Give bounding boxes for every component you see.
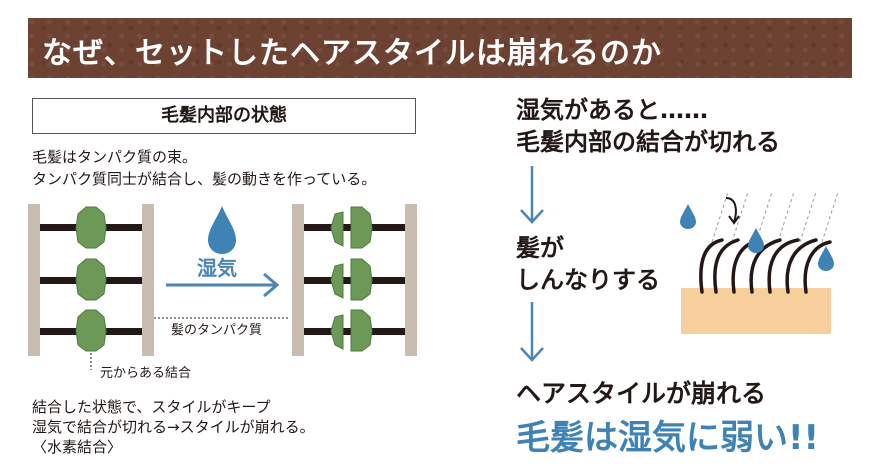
- water-drop-icon: [818, 246, 834, 271]
- protein-label: 髪のタンパク質: [171, 323, 263, 338]
- bond-node: [75, 258, 107, 301]
- original-bond-label: 元からある結合: [100, 366, 192, 381]
- broken-bond-left: [330, 211, 344, 247]
- intro-text: 毛髪はタンパク質の束。 タンパク質同士が結合し、髪の動きを作っている。: [32, 146, 376, 190]
- broken-protein-diagram: [292, 204, 417, 356]
- explanation-line-2: 湿気で結合が切れる→スタイルが崩れる。: [32, 418, 315, 436]
- explanation-line-3: 〈水素結合〉: [32, 438, 123, 456]
- broken-bond-right: [350, 206, 373, 249]
- page-title: なぜ、セットしたヘアスタイルは崩れるのか: [42, 36, 662, 71]
- conclusion-line-2: 毛髪は湿気に弱い!!: [516, 418, 820, 458]
- scalp: [681, 288, 831, 334]
- bond-node: [75, 206, 107, 249]
- hair-illustration: [680, 191, 839, 334]
- intro-line-1: 毛髪はタンパク質の束。: [32, 148, 198, 166]
- conclusion-line-1: ヘアスタイルが崩れる: [516, 379, 767, 408]
- broken-bond-left: [330, 314, 344, 350]
- curved-arrow-icon: [725, 197, 740, 225]
- section-title-box: 毛髪内部の状態: [32, 98, 416, 134]
- broken-bond-left: [330, 263, 344, 299]
- right-heading: 湿気があると…… 毛髪内部の結合が切れる: [516, 94, 780, 158]
- broken-bond-right: [350, 258, 373, 301]
- down-arrow-icon: [520, 166, 544, 224]
- right-middle-line-1: 髪が: [516, 234, 564, 262]
- water-drop-icon: [680, 204, 696, 229]
- explanation-text: 結合した状態で、スタイルがキープ 湿気で結合が切れる→スタイルが崩れる。 〈水素…: [32, 397, 315, 457]
- humidity-label: 湿気: [197, 256, 237, 280]
- water-drop-icon: [208, 206, 236, 254]
- right-heading-line-2: 毛髪内部の結合が切れる: [516, 128, 780, 156]
- explanation-line-1: 結合した状態で、スタイルがキープ: [32, 398, 271, 416]
- right-middle-text: 髪が しんなりする: [516, 232, 660, 296]
- down-arrow-icon: [520, 302, 544, 362]
- title-banner: なぜ、セットしたヘアスタイルは崩れるのか: [28, 18, 852, 78]
- right-middle-line-2: しんなりする: [516, 266, 660, 294]
- right-heading-line-1: 湿気があると……: [516, 96, 708, 124]
- broken-bond-right: [350, 309, 373, 352]
- bonded-protein-diagram: [28, 204, 154, 370]
- bond-node: [75, 309, 107, 352]
- water-drop-icon: [748, 228, 764, 253]
- intro-line-2: タンパク質同士が結合し、髪の動きを作っている。: [32, 170, 377, 188]
